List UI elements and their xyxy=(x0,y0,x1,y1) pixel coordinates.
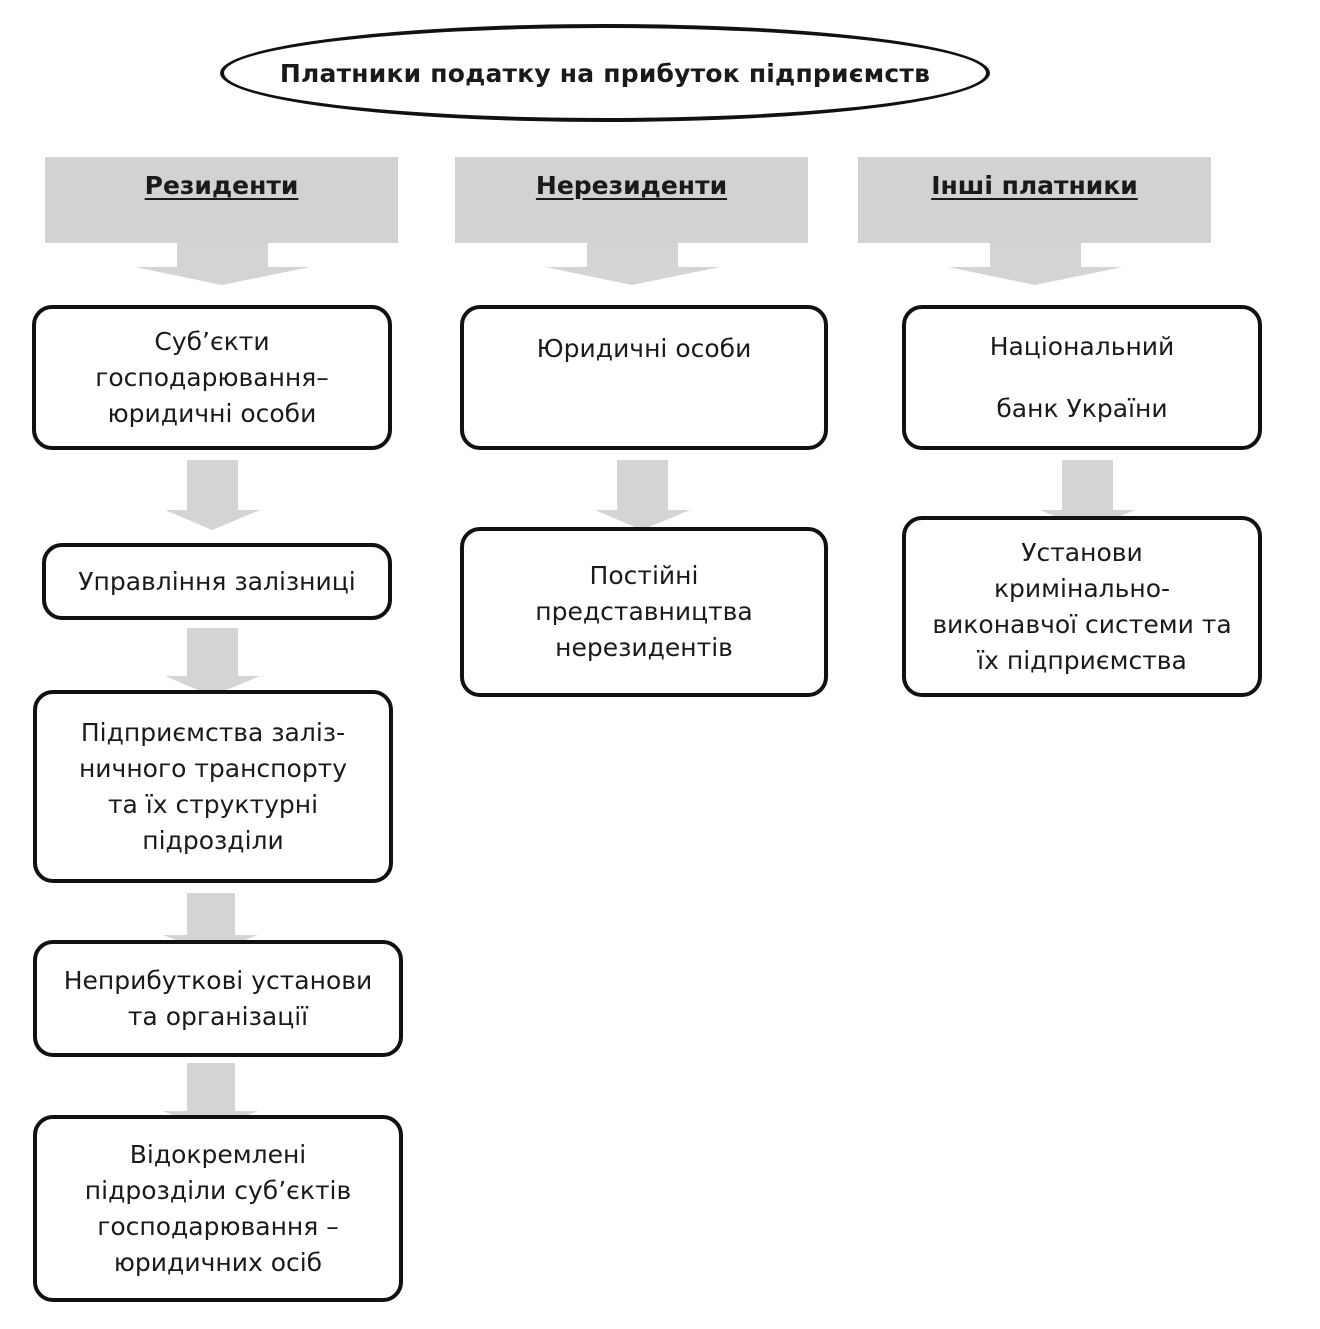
box-penal-institutions: Установи кримінально- виконавчої системи… xyxy=(902,516,1262,697)
header-nonresidents: Нерезиденти xyxy=(455,157,808,243)
box-railway-management: Управління залізниці xyxy=(42,543,392,620)
box-railway-enterprises: Підприємства заліз- ничного транспорту т… xyxy=(33,690,393,883)
down-arrow-icon xyxy=(1040,460,1135,530)
box-permanent-representations: Постійні представництва нерезидентів xyxy=(460,527,828,697)
header-residents: Резиденти xyxy=(45,157,398,243)
down-arrow-icon xyxy=(165,460,260,530)
down-arrow-icon xyxy=(135,243,310,285)
header-other-payers-label: Інші платники xyxy=(931,171,1138,200)
box-business-entities-text: Суб’єкти господарювання– юридичні особи xyxy=(95,326,329,428)
diagram-title: Платники податку на прибуток підприємств xyxy=(279,58,931,88)
down-arrow-icon xyxy=(948,243,1123,285)
box-nonprofit-institutions: Неприбуткові установи та організації xyxy=(33,940,403,1057)
box-national-bank: Національний банк України xyxy=(902,305,1262,450)
box-business-entities: Суб’єкти господарювання– юридичні особи xyxy=(32,305,392,450)
box-separate-divisions: Відокремлені підрозділи суб’єктів господ… xyxy=(33,1115,403,1302)
down-arrow-icon xyxy=(163,1063,258,1131)
down-arrow-icon xyxy=(165,628,260,696)
header-residents-label: Резиденти xyxy=(144,171,299,200)
header-other-payers: Інші платники xyxy=(858,157,1211,243)
down-arrow-icon xyxy=(163,893,258,953)
down-arrow-icon xyxy=(595,460,690,530)
title-ellipse: Платники податку на прибуток підприємств xyxy=(220,24,990,122)
header-nonresidents-label: Нерезиденти xyxy=(535,171,728,200)
down-arrow-icon xyxy=(545,243,720,285)
box-legal-entities: Юридичні особи xyxy=(460,305,828,450)
